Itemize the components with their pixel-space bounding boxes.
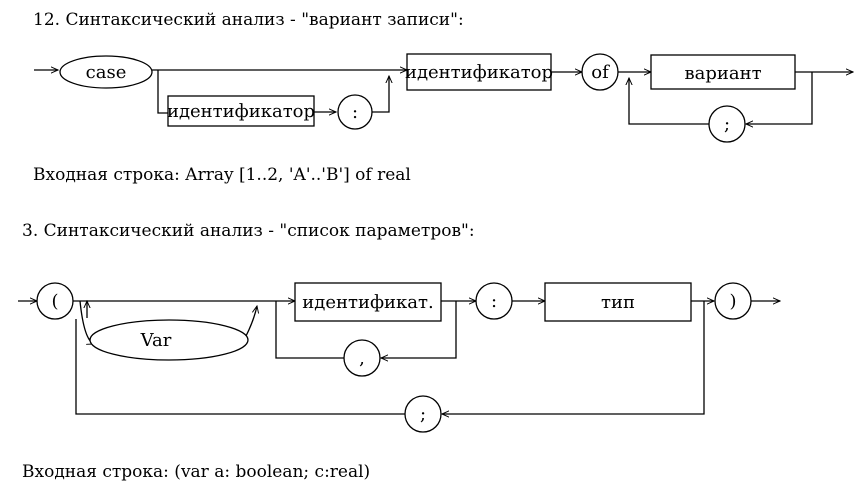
semicolon-loop-back (75, 319, 405, 415)
branch-down-line (157, 70, 168, 114)
diagram-variant-record: case идентификатор : идентификатор of ва… (34, 53, 853, 143)
colon-label: : (352, 102, 358, 123)
heading-section-12: 12. Синтаксический анализ - "вариант зап… (33, 10, 464, 30)
diagram-parameter-list: ( Var идентификат. , : тип ) ; (18, 282, 780, 433)
return-from-var (245, 306, 257, 337)
variant-box (650, 54, 796, 90)
heading-section-3: 3. Синтаксический анализ - "список парам… (22, 221, 475, 241)
comma-loop-back (275, 301, 344, 359)
input-string-section-12: Входная строка: Array [1..2, 'A'..'B'] o… (33, 165, 411, 185)
input-string-section-3: Входная строка: (var a: boolean; c:real) (22, 462, 371, 482)
return-to-main-line (372, 76, 389, 113)
semicolon-label: ; (420, 404, 426, 425)
close-paren-label: ) (729, 291, 736, 312)
case-node (59, 55, 153, 89)
loop-back-line (629, 78, 709, 125)
type-label: тип (601, 292, 635, 313)
loop-to-semicolon (442, 301, 705, 414)
colon-label: : (491, 291, 497, 312)
loop-to-comma (381, 301, 457, 358)
identifier-lower-label: идентификатор (167, 101, 315, 122)
type-box (544, 282, 692, 322)
identifier-label: идентификат. (302, 292, 433, 313)
identifier-main-label: идентификатор (405, 62, 553, 83)
of-label: of (591, 62, 610, 83)
variant-label: вариант (684, 63, 761, 84)
identifier-box (294, 282, 442, 322)
open-paren-label: ( (51, 291, 58, 312)
var-label: Var (140, 330, 172, 351)
semicolon-label: ; (724, 114, 730, 135)
var-node (89, 319, 249, 361)
comma-label: , (359, 348, 365, 369)
identifier-lower-box (167, 95, 315, 127)
case-label: case (86, 62, 127, 83)
loop-to-semicolon (746, 72, 813, 124)
